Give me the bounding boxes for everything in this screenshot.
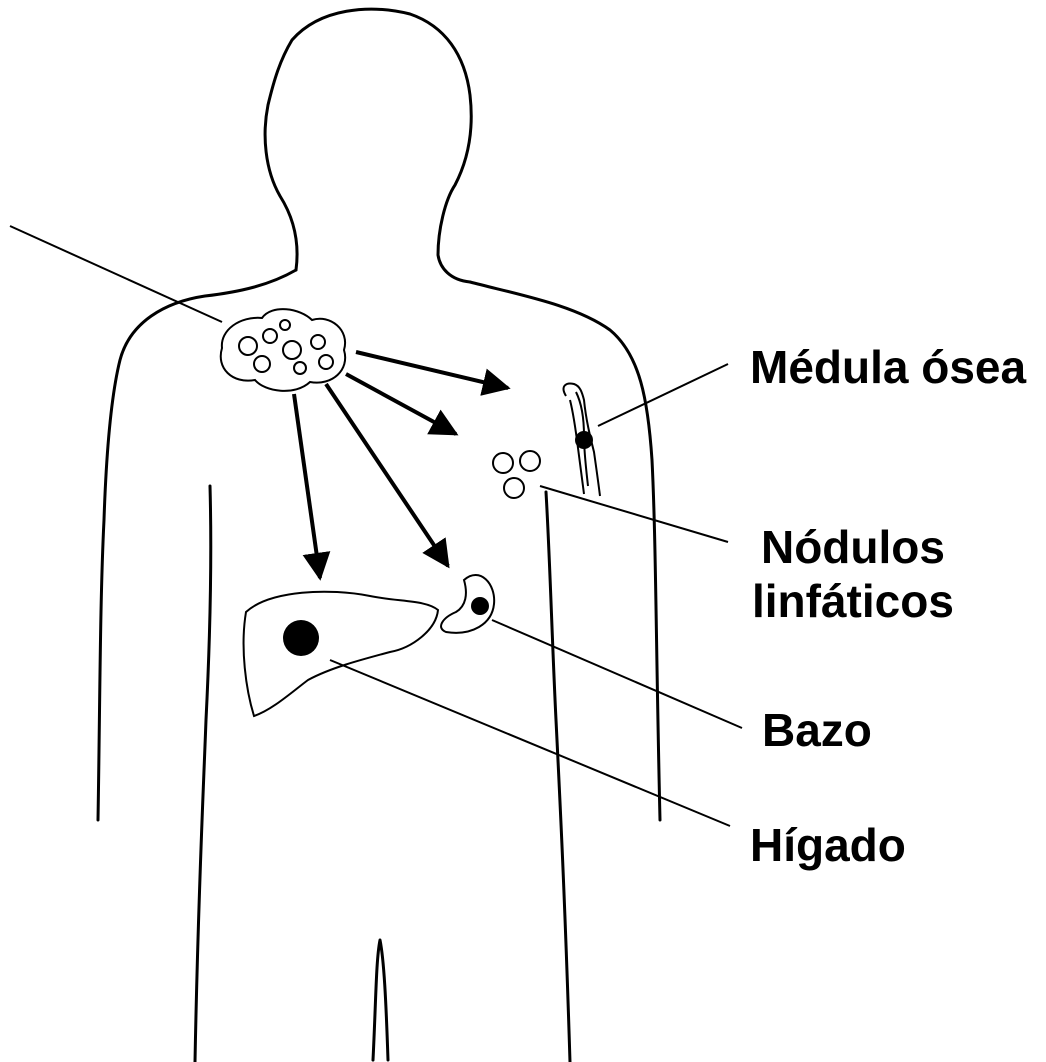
arrow-to-liver	[294, 394, 320, 578]
liver-illustration	[244, 592, 438, 716]
primary-tumor	[221, 309, 345, 391]
lymph-nodes-illustration	[493, 451, 540, 498]
lymph-nodes-leader-line	[540, 486, 728, 542]
arrow-to-spleen	[326, 384, 448, 566]
lymph-nodes-label: Nódulos linfáticos	[752, 520, 954, 628]
head-neck-outline	[265, 9, 471, 282]
right-shoulder-outline	[470, 282, 660, 820]
tumor-pointer-line	[10, 226, 222, 322]
spleen-leader-line	[492, 620, 742, 728]
arrow-to-bone-marrow	[356, 352, 508, 388]
spleen-illustration	[441, 575, 494, 633]
spleen-label: Bazo	[762, 703, 872, 757]
left-shoulder-torso-outline	[98, 270, 296, 820]
arrow-to-lymph-nodes	[346, 374, 456, 434]
right-inner-arm-outline	[546, 492, 570, 1062]
lymph-nodes-label-line2: linfáticos	[752, 574, 954, 628]
liver-label: Hígado	[750, 818, 906, 872]
bone-marrow-label: Médula ósea	[750, 340, 1026, 394]
lymph-nodes-label-line1: Nódulos	[752, 520, 954, 574]
left-inner-arm-outline	[195, 486, 211, 1062]
liver-leader-line	[330, 660, 730, 826]
bone-marrow-leader-line	[598, 364, 728, 426]
crotch-outline	[373, 940, 388, 1060]
bone-marrow-illustration	[564, 384, 600, 497]
